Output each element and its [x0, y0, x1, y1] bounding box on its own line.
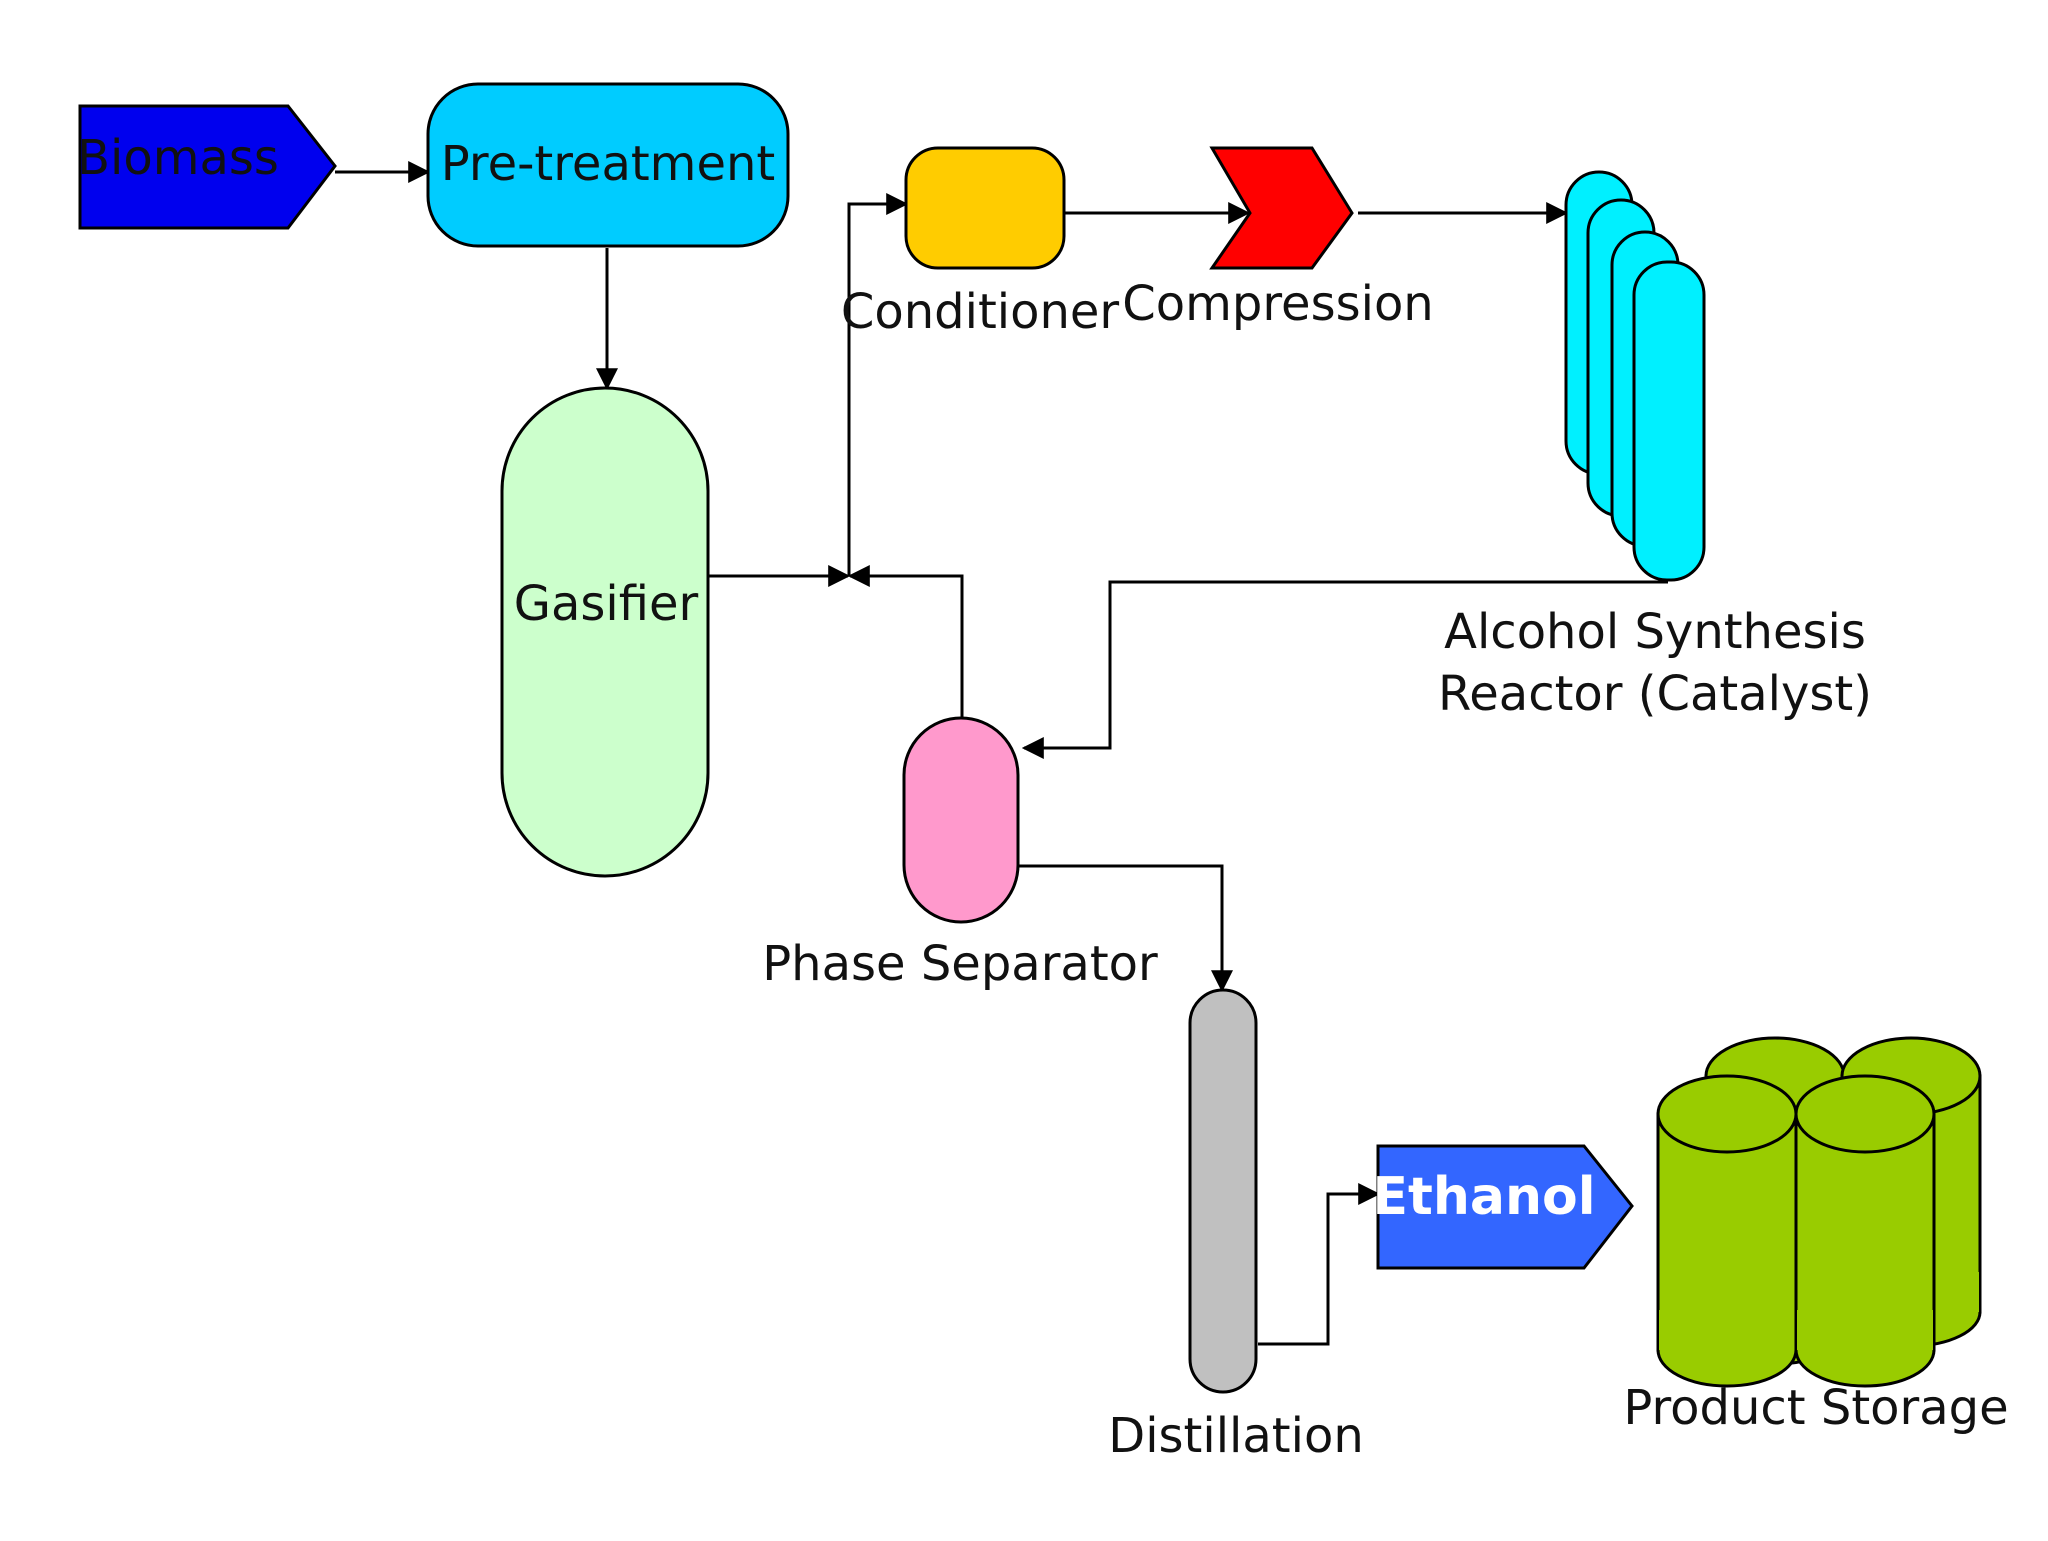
compression-node: Compression: [1122, 146, 1434, 332]
ethanol-shape: [1376, 1144, 1634, 1270]
reactor-label-line1: Alcohol Synthesis: [1444, 604, 1866, 660]
flow-distillation-to-ethanol: [1258, 1183, 1381, 1346]
pretreatment-shape: [426, 82, 790, 248]
flow-separator-recycle: [847, 565, 964, 718]
biomass-node: Biomass: [77, 104, 337, 230]
conditioner-node: Conditioner: [841, 146, 1120, 340]
separator-shape: [902, 716, 1020, 924]
reactor-label-line2: Reactor (Catalyst): [1438, 666, 1872, 722]
distillation-shape: [1188, 988, 1258, 1394]
flow-reactor-to-separator: [1021, 580, 1668, 759]
biomass-shape: [78, 104, 337, 230]
reactor-node: Alcohol Synthesis Reactor (Catalyst): [1438, 170, 1872, 722]
biomass-label: Biomass: [77, 130, 279, 186]
ethanol-label: Ethanol: [1372, 1167, 1595, 1227]
compression-label: Compression: [1122, 276, 1433, 332]
reactor-cylinder-4: [1632, 260, 1706, 582]
flow-junction-to-conditioner: [847, 193, 909, 576]
distillation-node: Distillation: [1108, 988, 1364, 1464]
storage-drum-front-right: [1794, 1074, 1936, 1388]
conditioner-label: Conditioner: [841, 284, 1120, 340]
compression-shape: [1209, 146, 1354, 270]
storage-label: Product Storage: [1623, 1380, 2008, 1436]
gasifier-node: Gasifier: [500, 386, 710, 878]
gasifier-label: Gasifier: [514, 576, 699, 632]
conditioner-shape: [904, 146, 1066, 270]
gasifier-shape: [500, 386, 710, 878]
distillation-label: Distillation: [1108, 1408, 1364, 1464]
storage-node: Product Storage: [1623, 1036, 2009, 1436]
flow-separator-to-distillation: [1018, 864, 1233, 993]
separator-label: Phase Separator: [762, 936, 1158, 992]
pretreatment-label: Pre-treatment: [441, 136, 775, 192]
pretreatment-node: Pre-treatment: [426, 82, 790, 248]
ethanol-node: Ethanol: [1372, 1144, 1634, 1270]
storage-drum-front-left: [1656, 1074, 1798, 1388]
separator-node: Phase Separator: [762, 716, 1158, 992]
